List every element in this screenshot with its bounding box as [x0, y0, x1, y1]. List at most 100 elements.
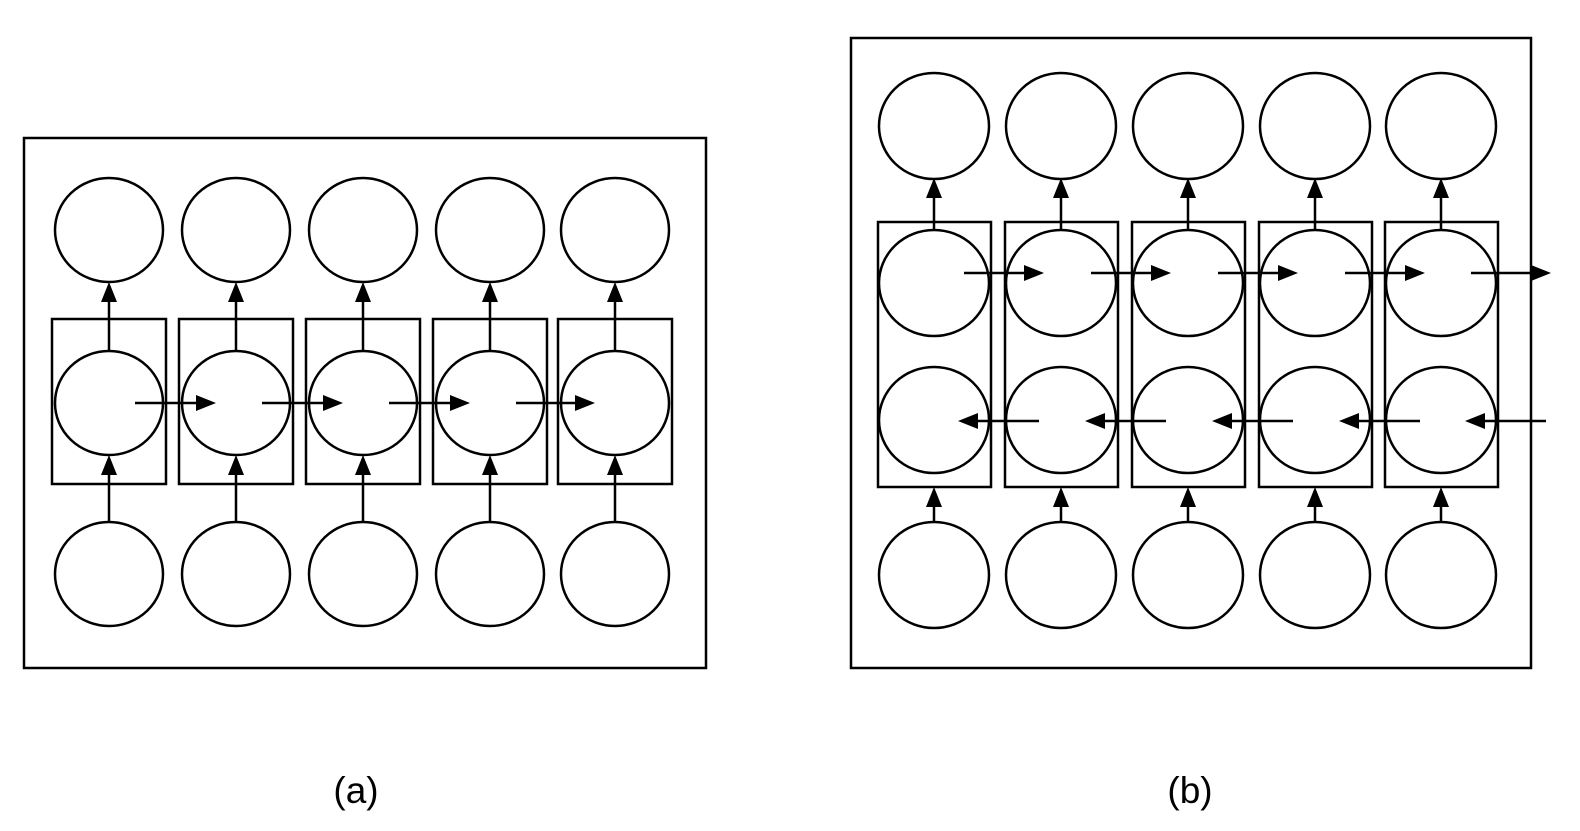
- hidden-to-output-arrow: [355, 282, 371, 351]
- output-node: [1384, 71, 1498, 181]
- forward-recurrent-arrow-head: [1405, 265, 1425, 281]
- hidden-to-output-arrow-head: [607, 282, 623, 302]
- cell-to-output-arrow: [1180, 178, 1196, 230]
- input-to-hidden-arrow: [228, 455, 244, 522]
- backward-recurrent-arrow-head: [1085, 413, 1105, 429]
- output-node: [434, 176, 546, 284]
- output-node: [180, 176, 292, 284]
- hidden-to-output-arrow: [228, 282, 244, 351]
- forward-recurrent-arrow-head: [450, 395, 470, 411]
- cell-to-output-arrow: [1053, 178, 1069, 230]
- input-to-cell-arrow: [1307, 487, 1323, 522]
- hidden-to-output-arrow-head: [355, 282, 371, 302]
- output-node: [53, 176, 165, 284]
- forward-hidden-node: [1131, 228, 1245, 338]
- backward-recurrent-arrow: [1339, 413, 1420, 429]
- hidden-to-output-arrow-head: [101, 282, 117, 302]
- panel-b-border: [849, 36, 1533, 670]
- forward-recurrent-arrow-head: [1531, 265, 1551, 281]
- forward-hidden-node: [1258, 228, 1372, 338]
- input-to-hidden-arrow: [607, 455, 623, 522]
- hidden-to-output-arrow: [101, 282, 117, 351]
- hidden-to-output-arrow-head: [482, 282, 498, 302]
- input-to-hidden-arrow-head: [482, 455, 498, 475]
- forward-recurrent-arrow-head: [1278, 265, 1298, 281]
- panel-a-border: [22, 136, 708, 670]
- forward-recurrent-arrow-head: [323, 395, 343, 411]
- input-node: [53, 520, 165, 628]
- backward-recurrent-arrow: [1212, 413, 1293, 429]
- input-to-cell-arrow: [1053, 487, 1069, 522]
- panel-b-bidirectional-rnn: [849, 36, 1551, 670]
- hidden-to-output-arrow: [482, 282, 498, 351]
- forward-recurrent-arrow-head: [196, 395, 216, 411]
- backward-recurrent-arrow: [1085, 413, 1166, 429]
- cell-to-output-arrow: [1307, 178, 1323, 230]
- output-node: [1258, 71, 1372, 181]
- input-node: [434, 520, 546, 628]
- input-node: [559, 520, 671, 628]
- input-to-hidden-arrow: [355, 455, 371, 522]
- input-to-cell-arrow: [1180, 487, 1196, 522]
- hidden-to-output-arrow-head: [228, 282, 244, 302]
- cell-to-output-arrow-head: [926, 178, 942, 198]
- forward-recurrent-arrow: [135, 395, 216, 411]
- forward-recurrent-arrow-head: [1151, 265, 1171, 281]
- input-to-cell-arrow: [926, 487, 942, 522]
- caption-a: (a): [333, 770, 379, 811]
- cell-to-output-arrow-head: [1307, 178, 1323, 198]
- input-node: [1131, 520, 1245, 630]
- input-to-cell-arrow-head: [1307, 487, 1323, 507]
- forward-recurrent-arrow: [1471, 265, 1551, 281]
- input-node: [1004, 520, 1118, 630]
- input-to-hidden-arrow: [101, 455, 117, 522]
- forward-hidden-node: [877, 228, 991, 338]
- input-to-hidden-arrow-head: [355, 455, 371, 475]
- cell-to-output-arrow: [1433, 178, 1449, 230]
- input-node: [307, 520, 419, 628]
- forward-recurrent-arrow: [1091, 265, 1171, 281]
- output-node: [559, 176, 671, 284]
- forward-hidden-node: [1004, 228, 1118, 338]
- input-to-hidden-arrow: [482, 455, 498, 522]
- cell-to-output-arrow: [926, 178, 942, 230]
- input-to-cell-arrow: [1433, 487, 1449, 522]
- input-node: [877, 520, 991, 630]
- backward-recurrent-arrow-head: [1339, 413, 1359, 429]
- input-to-cell-arrow-head: [1433, 487, 1449, 507]
- input-node: [1258, 520, 1372, 630]
- input-to-cell-arrow-head: [1180, 487, 1196, 507]
- backward-recurrent-arrow-head: [958, 413, 978, 429]
- forward-recurrent-arrow: [389, 395, 470, 411]
- forward-hidden-node: [1384, 228, 1498, 338]
- forward-recurrent-arrow-head: [1024, 265, 1044, 281]
- cell-to-output-arrow-head: [1180, 178, 1196, 198]
- forward-recurrent-arrow-head: [575, 395, 595, 411]
- input-to-hidden-arrow-head: [228, 455, 244, 475]
- caption-b: (b): [1167, 770, 1213, 811]
- output-node: [1131, 71, 1245, 181]
- cell-to-output-arrow-head: [1053, 178, 1069, 198]
- input-to-hidden-arrow-head: [607, 455, 623, 475]
- input-to-cell-arrow-head: [926, 487, 942, 507]
- output-node: [877, 71, 991, 181]
- backward-recurrent-arrow-head: [1212, 413, 1232, 429]
- forward-recurrent-arrow: [1218, 265, 1298, 281]
- backward-recurrent-arrow: [958, 413, 1039, 429]
- backward-recurrent-arrow: [1465, 413, 1546, 429]
- input-node: [180, 520, 292, 628]
- input-to-hidden-arrow-head: [101, 455, 117, 475]
- cell-to-output-arrow-head: [1433, 178, 1449, 198]
- output-node: [1004, 71, 1118, 181]
- forward-recurrent-arrow: [964, 265, 1044, 281]
- forward-recurrent-arrow: [516, 395, 595, 411]
- hidden-to-output-arrow: [607, 282, 623, 351]
- panel-a-unidirectional-rnn: [22, 136, 708, 670]
- input-to-cell-arrow-head: [1053, 487, 1069, 507]
- forward-recurrent-arrow: [262, 395, 343, 411]
- backward-recurrent-arrow-head: [1465, 413, 1485, 429]
- forward-recurrent-arrow: [1345, 265, 1425, 281]
- output-node: [307, 176, 419, 284]
- input-node: [1384, 520, 1498, 630]
